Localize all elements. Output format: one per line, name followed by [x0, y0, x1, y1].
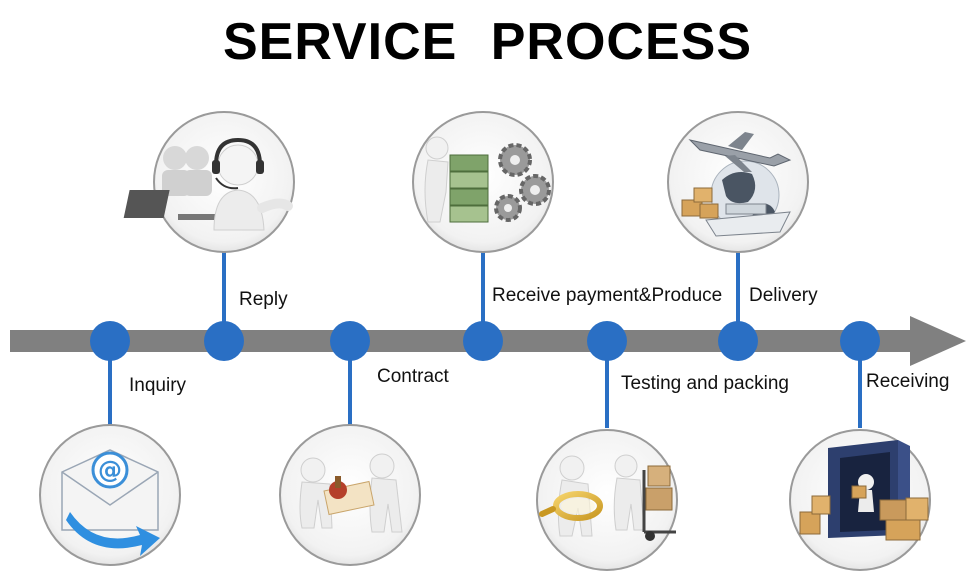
- step-dot-receiving: [840, 321, 880, 361]
- receiving-container-icon: [789, 429, 931, 571]
- step-label-reply: Reply: [239, 289, 288, 310]
- step-dot-testing: [587, 321, 627, 361]
- page-title: SERVICE PROCESS: [222, 13, 753, 71]
- step-label-receiving: Receiving: [866, 371, 950, 392]
- step-label-payment-produce: Receive payment&Produce: [492, 285, 723, 306]
- step-label-contract: Contract: [377, 366, 449, 387]
- step-dot-delivery: [718, 321, 758, 361]
- step-dot-contract: [330, 321, 370, 361]
- step-dot-payment: [463, 321, 503, 361]
- money-gears-icon: [412, 111, 554, 253]
- headset-icon: [123, 111, 295, 253]
- step-dot-reply: [204, 321, 244, 361]
- testing-packing-icon: [536, 429, 678, 571]
- svg-text:@: @: [98, 456, 122, 484]
- delivery-icon: [667, 111, 809, 253]
- step-label-inquiry: Inquiry: [129, 375, 187, 396]
- step-dot-inquiry: [90, 321, 130, 361]
- step-label-testing-packing: Testing and packing: [621, 373, 789, 394]
- email-icon: @: [39, 424, 181, 566]
- step-label-delivery: Delivery: [749, 285, 818, 306]
- contract-stamp-icon: [279, 424, 421, 566]
